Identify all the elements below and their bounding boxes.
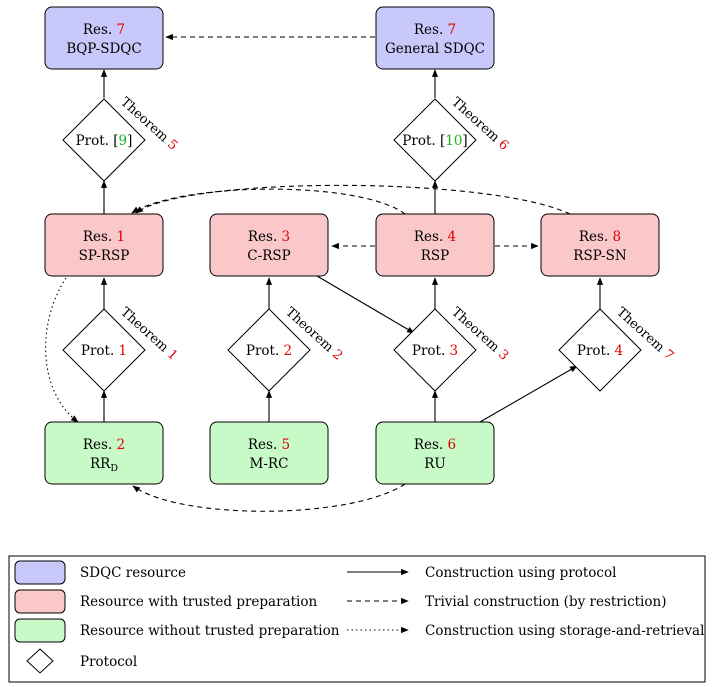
- edge-sprsp-to-rrd-dotted: [45, 277, 79, 423]
- resource-number: Res. 4: [414, 229, 456, 245]
- protocol-diamond: [62, 308, 146, 392]
- legend-label-protocol: Protocol: [80, 654, 137, 670]
- protocol-label: Prot. 3: [412, 343, 458, 359]
- protocol-label: Prot. [9]: [76, 133, 133, 149]
- protocol-p4: Prot. 4: [558, 308, 642, 392]
- resource-box: [44, 421, 164, 485]
- dashed-edges: [131, 33, 571, 512]
- resource-name: BQP-SDQC: [66, 41, 141, 57]
- legend-label-trusted: Resource with trusted preparation: [80, 594, 317, 610]
- resource-name: RSP: [421, 248, 450, 264]
- edge-ru-to-rrd: [132, 483, 406, 512]
- resource-rsp-sn: Res. 8 RSP-SN: [540, 213, 660, 277]
- protocol-diamond: [393, 308, 477, 392]
- resource-box: [44, 213, 164, 277]
- protocol-diamond: [558, 308, 642, 392]
- legend-swatch-sdqc: [14, 560, 66, 585]
- resource-number: Res. 7: [83, 22, 125, 38]
- resource-name: SP-RSP: [79, 248, 130, 264]
- resource-rsp: Res. 4 RSP: [375, 213, 495, 277]
- legend-label-dotted: Construction using storage-and-retrieval: [425, 623, 704, 639]
- protocol-diamond: [227, 308, 311, 392]
- edge-rsp-to-sprsp: [131, 188, 406, 215]
- resource-number: Res. 8: [579, 229, 621, 245]
- legend-swatch-untrusted: [14, 618, 66, 643]
- resource-number: Res. 3: [248, 229, 290, 245]
- protocol-label: Prot. [10]: [402, 133, 467, 149]
- resource-general: Res. 7 General SDQC: [375, 6, 495, 70]
- protocol-label: Prot. 2: [246, 343, 292, 359]
- resource-c-rsp: Res. 3 C-RSP: [209, 213, 329, 277]
- resource-number: Res. 6: [414, 437, 456, 453]
- resource-name: C-RSP: [247, 248, 290, 264]
- protocol-p2: Prot. 2: [227, 308, 311, 392]
- resource-box: [209, 213, 329, 277]
- legend-swatch-trusted: [14, 589, 66, 614]
- resource-box: [209, 421, 329, 485]
- resource-bqp-sdqc: Res. 7 BQP-SDQC: [44, 6, 164, 70]
- resource-box: [375, 421, 495, 485]
- edge-ru-to-p4: [479, 365, 578, 423]
- protocol-diamond: [393, 98, 477, 182]
- edge-rspsn-to-sprsp: [135, 184, 571, 215]
- resource-ru: Res. 6 RU: [375, 421, 495, 485]
- protocol-label: Prot. 4: [577, 343, 623, 359]
- protocol-diamond: [62, 98, 146, 182]
- resource-name: RSP-SN: [573, 248, 627, 264]
- legend-frame: [8, 555, 706, 683]
- resource-box: [44, 6, 164, 70]
- resource-box: [375, 213, 495, 277]
- edge-crsp-to-p3: [316, 275, 415, 334]
- resource-name: M-RC: [250, 456, 289, 472]
- resource-name: RRD: [90, 456, 118, 474]
- legend-label-sdqc: SDQC resource: [80, 565, 186, 581]
- resource-number: Res. 2: [83, 437, 125, 453]
- protocol-p3: Prot. 3: [393, 308, 477, 392]
- resource-number: Res. 7: [414, 22, 456, 38]
- protocol-p9: Prot. [9]: [62, 98, 146, 182]
- resource-name: RU: [424, 456, 446, 472]
- resource-m-rc: Res. 5 M-RC: [209, 421, 329, 485]
- legend-label-untrusted: Resource without trusted preparation: [80, 623, 340, 639]
- resource-box: [540, 213, 660, 277]
- protocol-p1: Prot. 1: [62, 308, 146, 392]
- legend-label-dashed: Trivial construction (by restriction): [425, 594, 666, 610]
- protocol-label: Prot. 1: [81, 343, 127, 359]
- resource-name: General SDQC: [385, 41, 485, 57]
- solid-edges: [100, 69, 604, 423]
- legend-swatch-protocol: [26, 648, 54, 674]
- resource-number: Res. 5: [248, 437, 290, 453]
- legend-label-solid: Construction using protocol: [425, 565, 616, 581]
- resource-number: Res. 1: [83, 229, 125, 245]
- resource-rr-d: Res. 2 RRD: [44, 421, 164, 485]
- protocol-p10: Prot. [10]: [393, 98, 477, 182]
- resource-box: [375, 6, 495, 70]
- resource-sp-rsp: Res. 1 SP-RSP: [44, 213, 164, 277]
